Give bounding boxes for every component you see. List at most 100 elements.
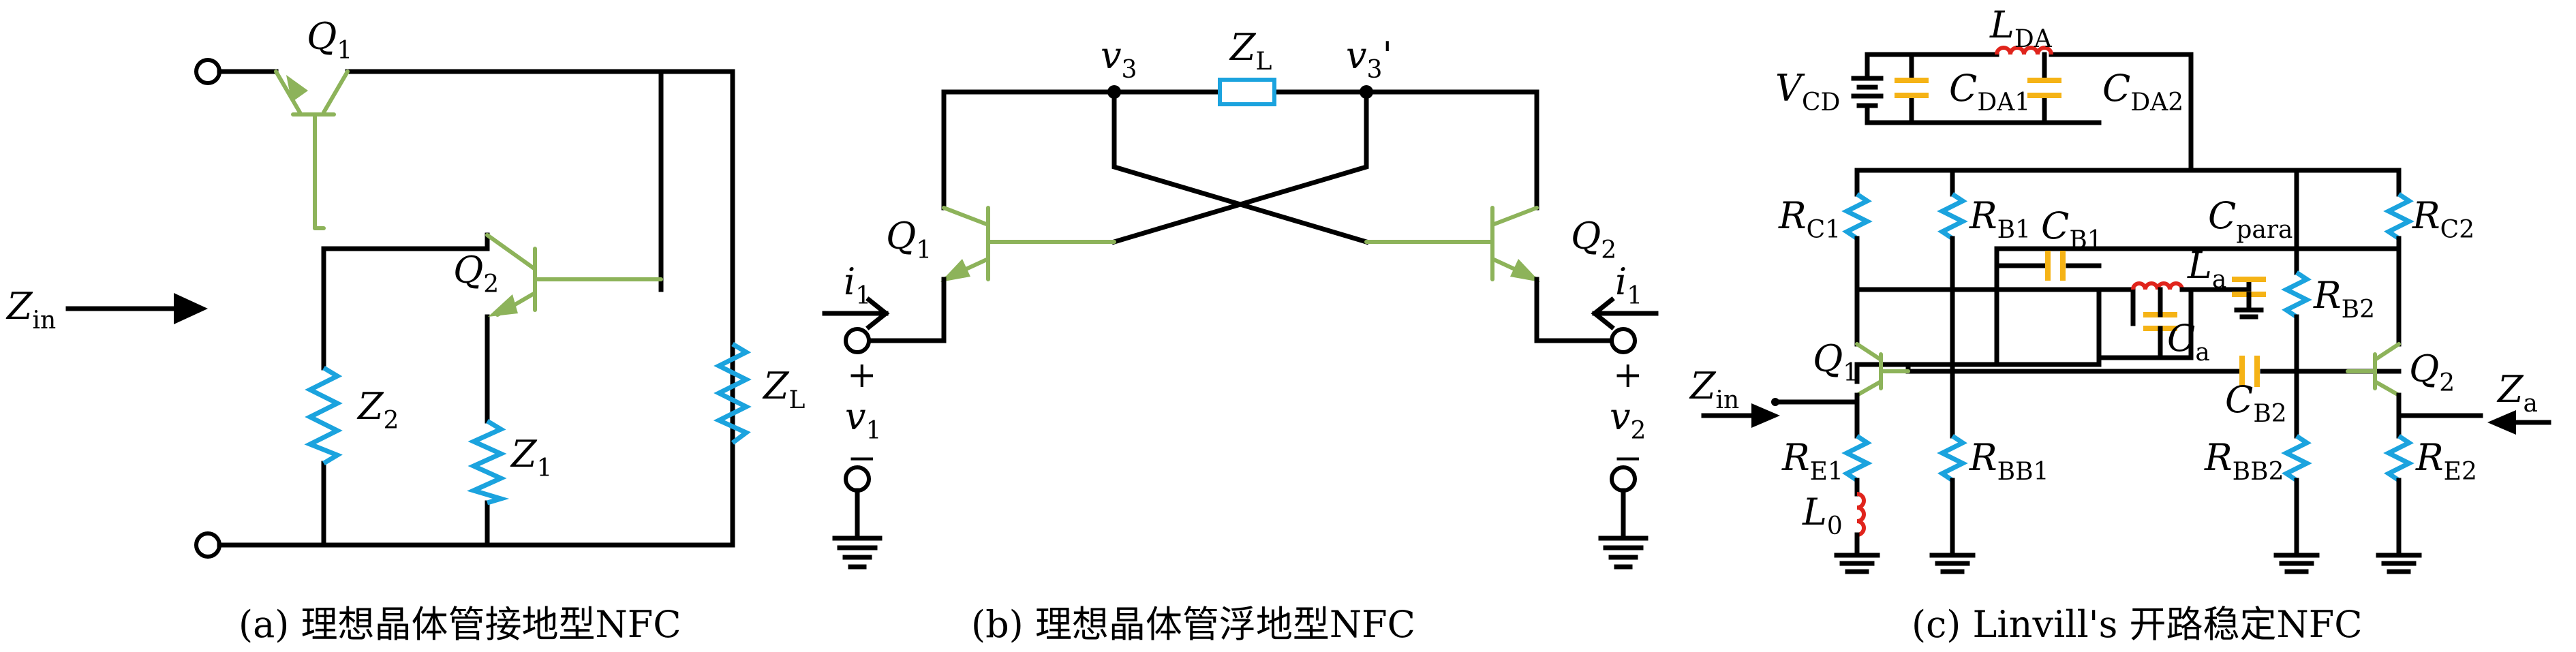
label-q1: Q1 (886, 215, 932, 264)
terminal-right-top (1610, 327, 1637, 354)
current-arrow-right (1591, 296, 1659, 330)
ground-rbb2 (2273, 553, 2320, 574)
wire (1865, 52, 2102, 125)
label-z1: Z1 (510, 433, 552, 482)
transistor-q2 (2346, 342, 2401, 397)
label-i1-right: i1 (1615, 260, 1642, 310)
label-v1: v1 (845, 395, 881, 445)
caption-a: (a) 理想晶体管接地型NFC (239, 603, 681, 646)
resistor-zl (713, 341, 752, 445)
port-arrow-zin-head (1751, 403, 1780, 428)
resistor-rc2 (2383, 192, 2414, 240)
label-cb1: CB1 (2041, 204, 2103, 254)
wire (2188, 277, 2252, 292)
transistor-q1 (274, 69, 350, 230)
ground-left (832, 488, 883, 570)
transistor-q1 (940, 206, 1116, 282)
label-rb1: RB1 (1969, 194, 2031, 244)
transistor-q2 (485, 233, 663, 317)
current-arrow-left (822, 296, 890, 330)
sign-minus-right: − (1613, 438, 1643, 479)
label-i1-left: i1 (844, 260, 871, 310)
inductor-lda (1995, 46, 2053, 55)
sign-plus-right: + (1613, 355, 1643, 396)
wire (1111, 89, 1370, 245)
caption-b: (b) 理想晶体管浮地型NFC (971, 603, 1415, 646)
label-rc1: RC1 (1778, 194, 1841, 244)
label-zl: ZL (1229, 26, 1272, 76)
label-la: La (2187, 244, 2226, 294)
transistor-q2 (1364, 206, 1540, 282)
panel-c-linvill-nfc: LDA VCD CDA1 CDA2 RC1 RB1 CB1 Cpara RC2 … (1689, 3, 2551, 646)
label-q2: Q2 (453, 249, 499, 298)
wire (1111, 89, 1369, 245)
wire (1865, 52, 2194, 173)
label-zin: Zin (5, 285, 56, 335)
input-terminal-bottom (194, 531, 221, 559)
resistor-re1 (1841, 434, 1873, 482)
transistor-q1 (1855, 342, 1910, 397)
label-v2: v2 (1610, 395, 1646, 445)
label-z2: Z2 (356, 385, 399, 435)
label-rbb1: RBB1 (1969, 436, 2049, 486)
panel-a-grounded-nfc: Q1 Q2 Zin Z2 Z1 ZL (a) 理想晶体管接地型NFC (5, 15, 806, 646)
capacitor-cb2 (2239, 356, 2260, 387)
port-arrow-za-head (2487, 410, 2516, 435)
wire (321, 232, 490, 251)
label-re2: RE2 (2415, 436, 2477, 486)
resistor-rb2 (2281, 270, 2312, 319)
ground-right (1598, 488, 1649, 570)
label-cda1: CDA1 (1949, 67, 2030, 117)
label-rc2: RC2 (2412, 194, 2474, 244)
ground-cpara (2234, 307, 2264, 320)
sign-plus-left: + (847, 355, 877, 396)
wire (866, 277, 947, 343)
label-cda2: CDA2 (2102, 67, 2183, 117)
capacitor-cda1 (1895, 78, 1929, 98)
resistor-rb1 (1937, 192, 1968, 240)
resistor-rbb1 (1937, 434, 1968, 482)
label-za: Za (2496, 368, 2538, 418)
resistor-z1 (467, 418, 510, 506)
ground-re1 (1834, 553, 1880, 574)
ground-re2 (2376, 553, 2422, 574)
wire (2096, 287, 2136, 326)
resistor-z2 (304, 365, 343, 466)
label-v3-prime: v3' (1346, 34, 1392, 84)
label-cpara: Cpara (2208, 194, 2293, 244)
label-q1: Q1 (307, 15, 352, 65)
label-rb2: RB2 (2313, 274, 2375, 324)
label-l0: L0 (1802, 491, 1843, 540)
inductor-la (2131, 281, 2184, 290)
label-rbb2: RBB2 (2204, 436, 2284, 486)
label-zl: ZL (762, 364, 806, 414)
input-arrow (65, 293, 208, 324)
input-terminal-top (194, 58, 221, 85)
resistor-rc1 (1841, 192, 1873, 240)
ground-rbb1 (1929, 553, 1976, 574)
label-q2: Q2 (1571, 215, 1616, 264)
sign-minus-left: − (847, 438, 877, 479)
panel-b-floating-nfc: v3 v3' ZL Q1 Q2 i1 i1 + + v1 v2 − − (b) … (822, 26, 1659, 646)
label-ca: Ca (2167, 317, 2210, 367)
caption-c: (c) Linvill's 开路稳定NFC (1912, 603, 2363, 646)
label-q2: Q2 (2409, 347, 2455, 397)
label-v3: v3 (1101, 34, 1137, 84)
wire (1854, 287, 2102, 367)
battery-vcd (1851, 76, 1884, 108)
wire (1534, 277, 1614, 343)
resistor-re2 (2383, 434, 2414, 482)
terminal-left-top (844, 327, 871, 354)
label-cb2: CB2 (2225, 378, 2287, 428)
capacitor-cda2 (2027, 78, 2061, 98)
label-lda: LDA (1989, 3, 2053, 53)
resistor-rbb2 (2281, 434, 2312, 482)
wire (1272, 89, 1539, 211)
inductor-l0 (1856, 492, 1866, 537)
label-q1: Q1 (1813, 337, 1858, 387)
impedance-zl (1218, 78, 1276, 106)
label-zin: Zin (1689, 364, 1739, 414)
label-vcd: VCD (1775, 67, 1840, 117)
port-node-zin (1771, 398, 1779, 406)
